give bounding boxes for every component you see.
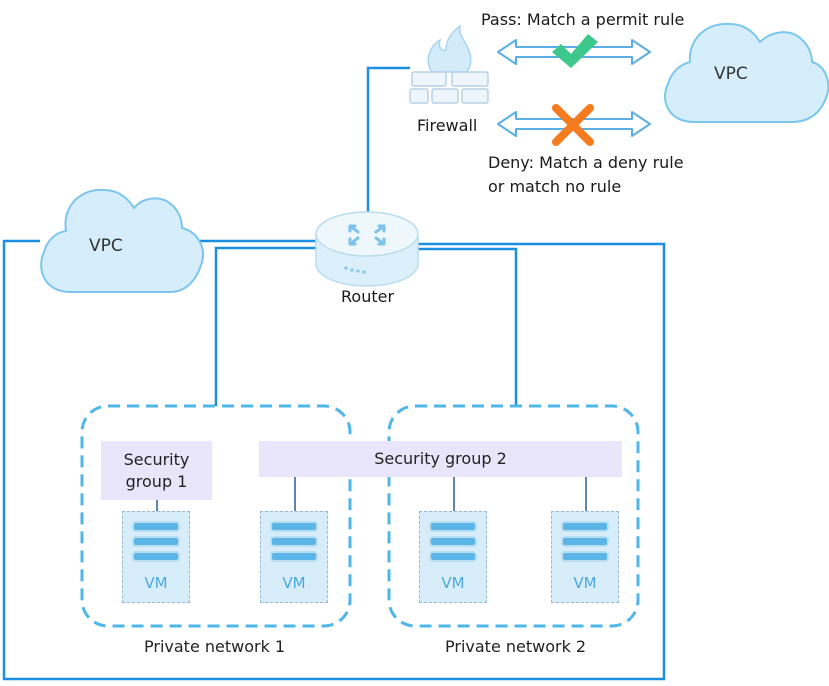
vm-label: VM	[441, 574, 465, 592]
private-network-2-label: Private network 2	[445, 637, 587, 656]
router-network1-line	[214, 246, 320, 406]
vpc-left-label: VPC	[89, 236, 123, 256]
server-slot-icon	[431, 523, 475, 530]
router-label: Router	[341, 287, 395, 306]
server-slot-icon	[134, 538, 178, 545]
router-firewall-line	[366, 66, 410, 215]
private-network-1-label: Private network 1	[144, 637, 286, 656]
firewall-icon	[409, 24, 489, 104]
deny-rule-label-line2: or match no rule	[488, 177, 622, 196]
vm-label: VM	[144, 574, 168, 592]
vpc-right-cloud-icon	[664, 22, 829, 123]
deny-cross-icon	[552, 104, 594, 146]
server-slot-icon	[431, 538, 475, 545]
server-slot-icon	[563, 523, 607, 530]
security-group-connectors	[156, 477, 587, 511]
deny-rule-label-line1: Deny: Match a deny rule	[488, 153, 684, 172]
vm-server-4: VM	[551, 511, 619, 603]
server-slot-icon	[563, 553, 607, 560]
server-slot-icon	[272, 523, 316, 530]
pass-check-icon	[552, 34, 598, 68]
firewall-label: Firewall	[417, 116, 478, 135]
server-slot-icon	[272, 553, 316, 560]
vm-server-1: VM	[122, 511, 190, 603]
outer-boundary-line	[2, 239, 666, 681]
vpc-right-label: VPC	[714, 64, 748, 84]
server-slot-icon	[134, 553, 178, 560]
server-slot-icon	[431, 553, 475, 560]
server-slot-icon	[272, 538, 316, 545]
connection-lines	[2, 66, 666, 681]
router-network2-line	[416, 247, 518, 406]
vpc-left-cloud-icon	[40, 188, 204, 293]
vm-server-3: VM	[419, 511, 487, 603]
security-group-1: Security group 1	[101, 441, 212, 500]
vm-server-2: VM	[260, 511, 328, 603]
vm-label: VM	[573, 574, 597, 592]
security-group-2: Security group 2	[259, 441, 622, 477]
pass-rule-label: Pass: Match a permit rule	[481, 10, 685, 29]
server-slot-icon	[563, 538, 607, 545]
vm-label: VM	[282, 574, 306, 592]
private-network-2-boundary	[387, 404, 640, 628]
private-network-1-boundary	[80, 404, 352, 628]
server-slot-icon	[134, 523, 178, 530]
router-icon	[315, 211, 419, 287]
